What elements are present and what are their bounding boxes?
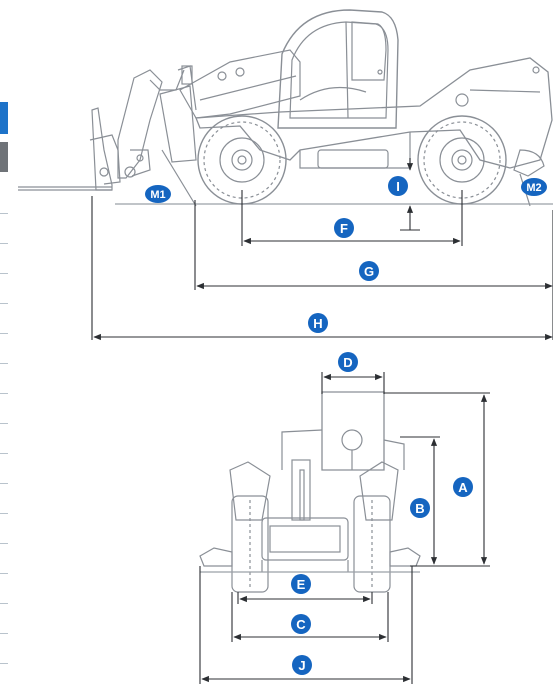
side-tab-blue[interactable] xyxy=(0,102,8,134)
side-ruler-tick xyxy=(0,543,8,544)
side-ruler-tick xyxy=(0,423,8,424)
badge-j: J xyxy=(292,655,312,675)
badge-h: H xyxy=(308,313,328,333)
telehandler-side-view xyxy=(18,9,553,207)
svg-text:F: F xyxy=(340,221,348,236)
side-ruler-tick xyxy=(0,573,8,574)
badge-b: B xyxy=(410,498,430,518)
badge-i: I xyxy=(388,176,408,196)
telehandler-front-view xyxy=(199,391,421,593)
left-tire xyxy=(231,495,269,593)
badge-a: A xyxy=(453,477,473,497)
svg-text:M1: M1 xyxy=(150,189,165,201)
operator-cab xyxy=(277,9,399,129)
badge-c: C xyxy=(291,614,311,634)
svg-text:C: C xyxy=(296,617,306,632)
side-ruler-tick xyxy=(0,663,8,664)
side-ruler-tick xyxy=(0,273,8,274)
boom-head xyxy=(117,69,185,179)
fork-carriage xyxy=(18,107,121,191)
svg-text:I: I xyxy=(396,179,400,194)
svg-text:E: E xyxy=(297,577,306,592)
side-ruler-tick xyxy=(0,213,8,214)
side-ruler-tick xyxy=(0,303,8,304)
svg-text:J: J xyxy=(298,658,305,673)
svg-text:D: D xyxy=(343,355,352,370)
svg-text:A: A xyxy=(458,480,468,495)
side-tab-gray[interactable] xyxy=(0,142,8,172)
front-frame xyxy=(159,65,197,163)
badge-g: G xyxy=(359,261,379,281)
svg-text:M2: M2 xyxy=(526,182,541,194)
side-dimensions xyxy=(91,158,553,341)
front-dimensions xyxy=(199,372,490,684)
badge-m2: M2 xyxy=(521,178,547,196)
svg-text:H: H xyxy=(313,316,322,331)
side-ruler-tick xyxy=(0,333,8,334)
badge-m1: M1 xyxy=(145,185,171,203)
side-ruler-tick xyxy=(0,393,8,394)
badge-d: D xyxy=(338,352,358,372)
side-ruler-tick xyxy=(0,603,8,604)
side-ruler-tick xyxy=(0,243,8,244)
side-ruler-tick xyxy=(0,633,8,634)
badge-e: E xyxy=(291,574,311,594)
front-cab xyxy=(321,391,385,471)
side-ruler-tick xyxy=(0,513,8,514)
side-ruler-tick xyxy=(0,363,8,364)
badge-f: F xyxy=(334,218,354,238)
side-ruler-tick xyxy=(0,453,8,454)
chassis xyxy=(195,57,553,177)
svg-text:G: G xyxy=(364,264,374,279)
side-ruler-tick xyxy=(0,483,8,484)
rear-wheel xyxy=(417,115,507,205)
svg-text:B: B xyxy=(415,501,424,516)
